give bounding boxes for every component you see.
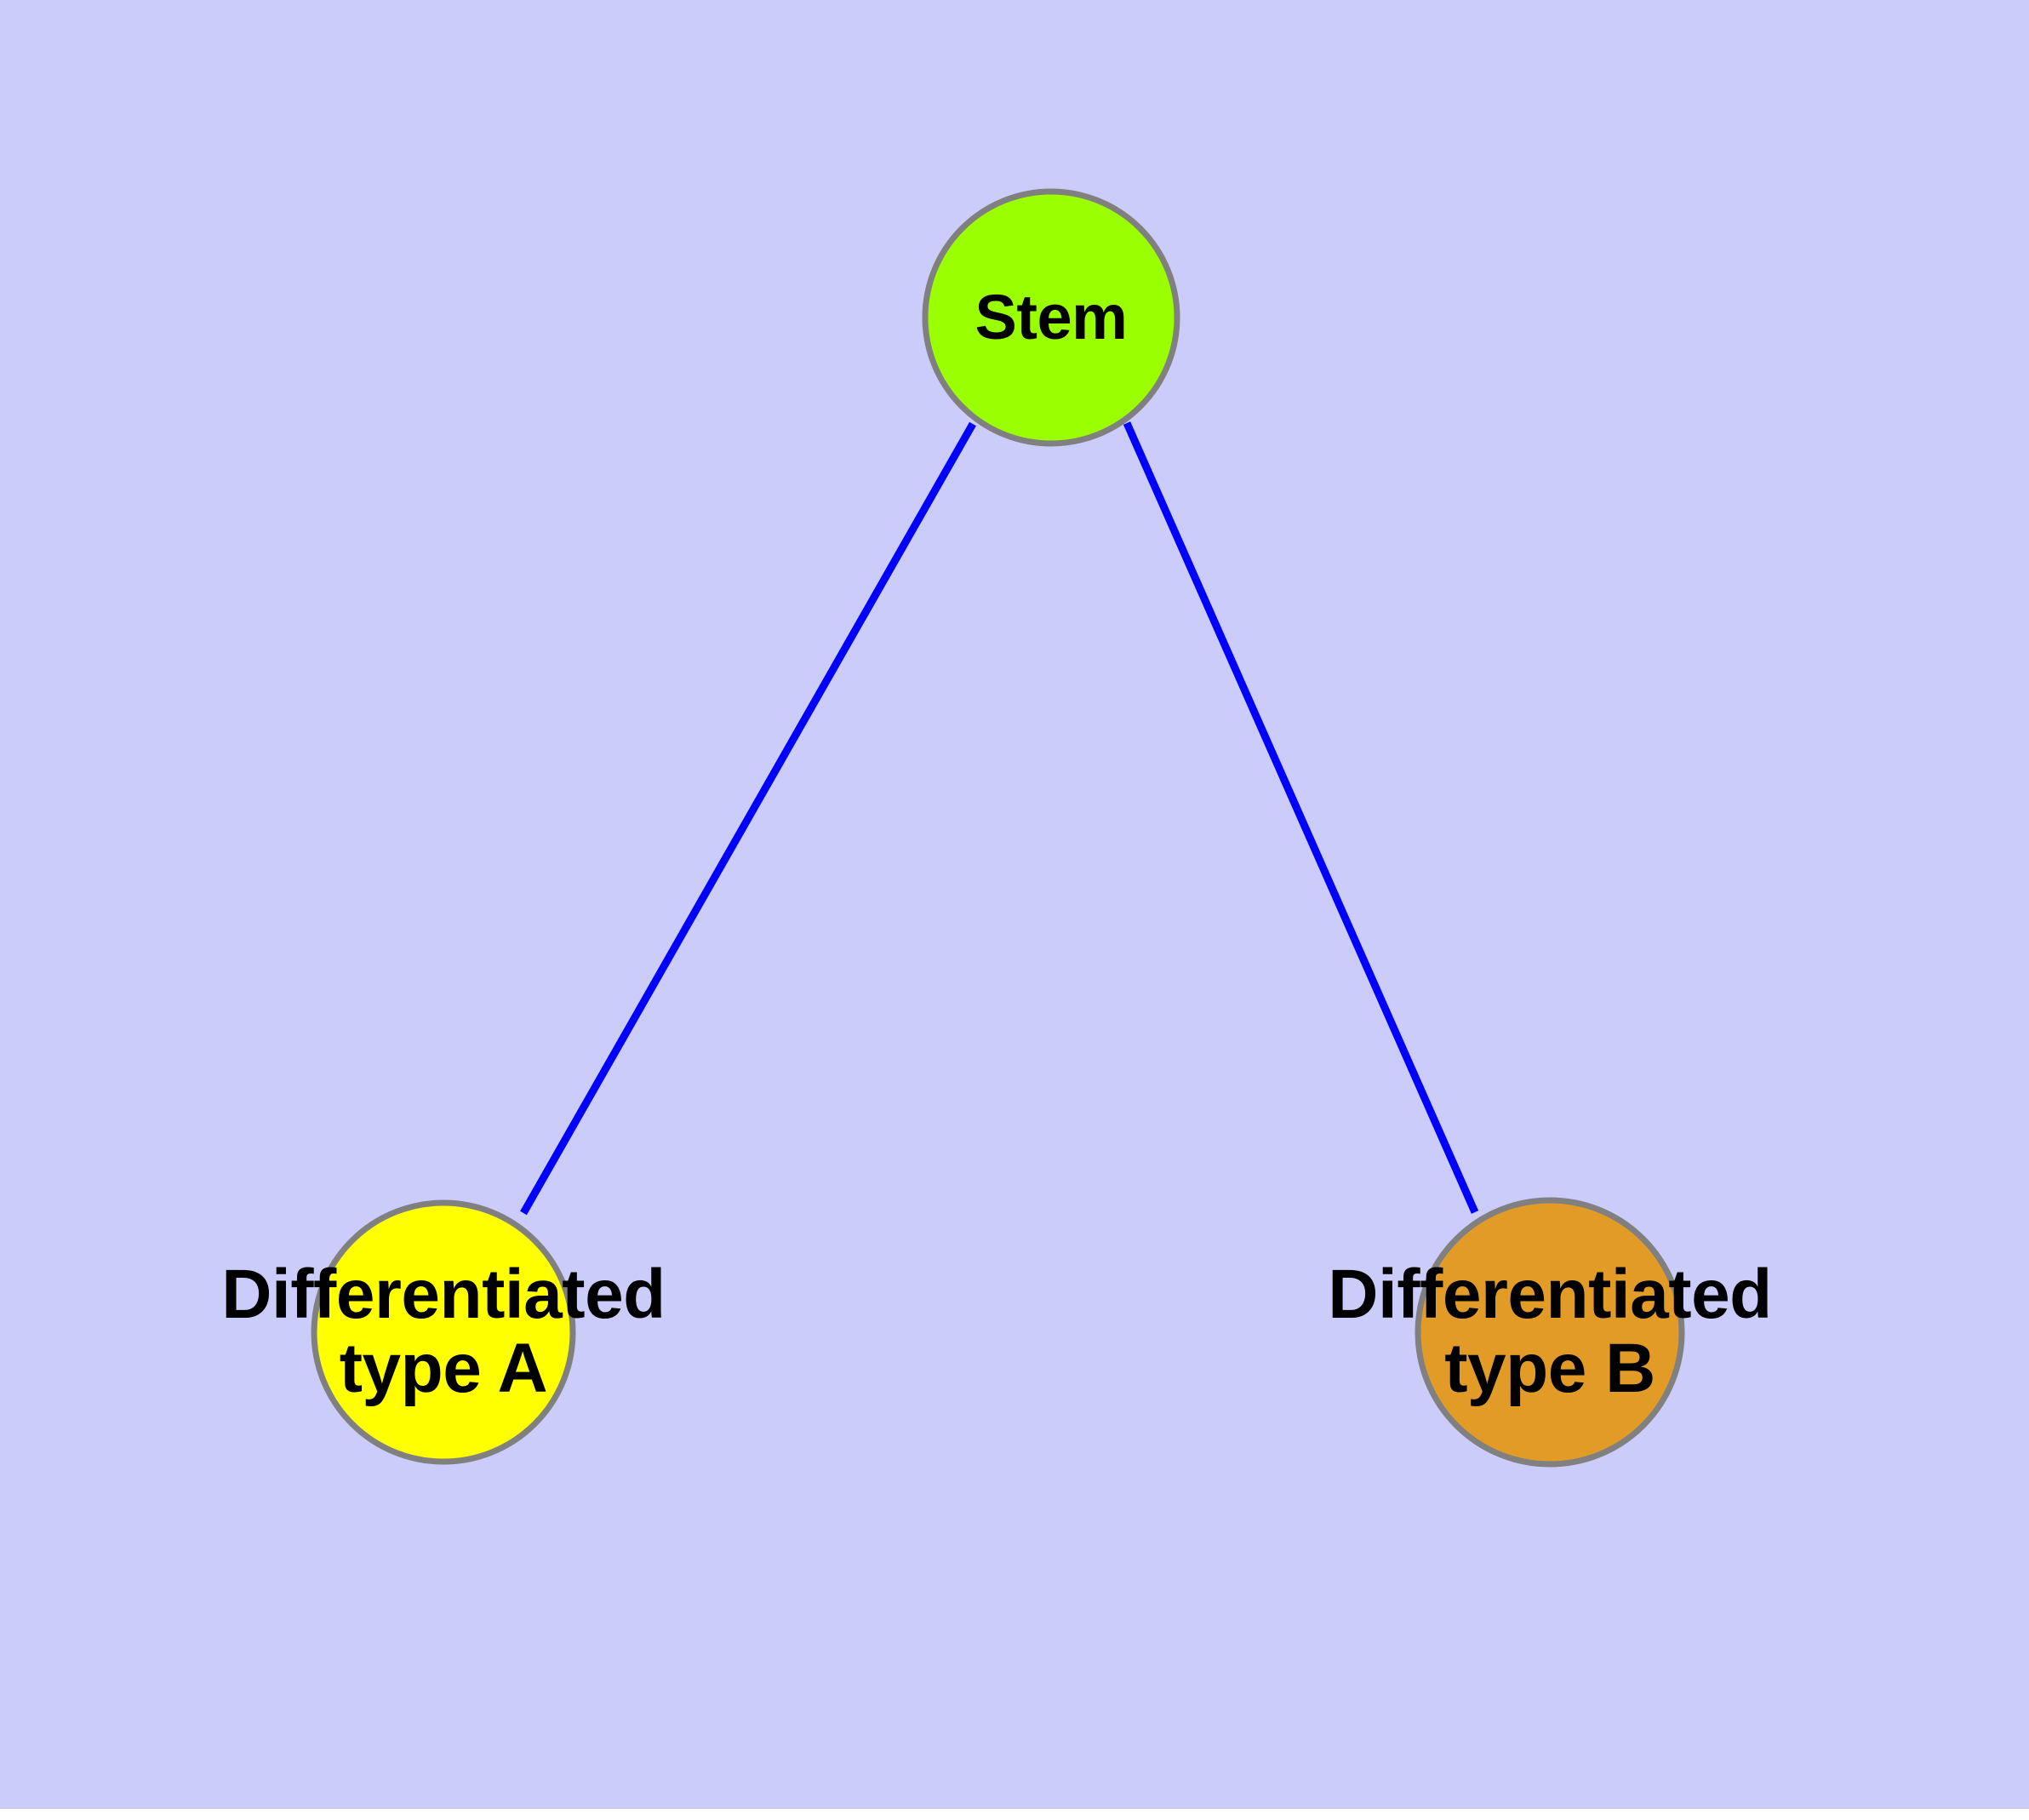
- node-differentiated-type-b[interactable]: [1415, 1197, 1685, 1468]
- node-differentiated-type-a[interactable]: [311, 1199, 576, 1465]
- edge-stem-to-diff-a: [520, 421, 976, 1216]
- node-stem[interactable]: [922, 188, 1180, 447]
- edge-layer: [520, 421, 1479, 1216]
- node-layer: [311, 188, 1685, 1468]
- edge-stem-to-diff-b: [1123, 421, 1479, 1214]
